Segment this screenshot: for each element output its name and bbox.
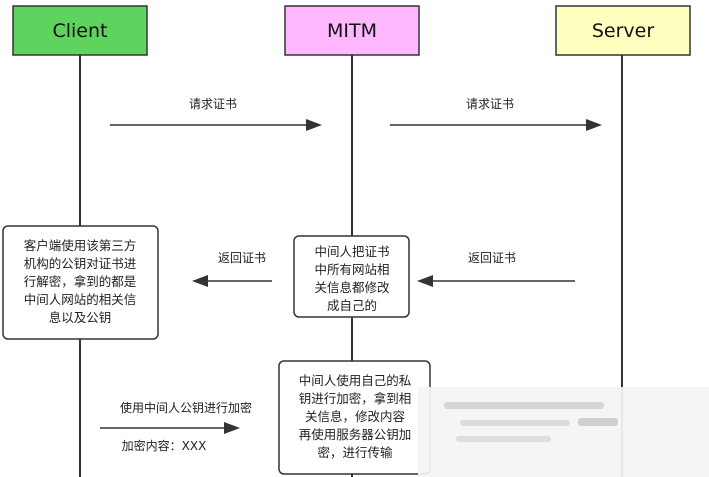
message-request-cert-mitm-to-server: 请求证书 xyxy=(390,97,602,131)
participant-server: Server xyxy=(555,5,691,56)
arrow-head-icon xyxy=(306,119,322,131)
blur-panel xyxy=(418,387,709,477)
note-line: 客户端使用该第三方 xyxy=(24,238,137,253)
note-line: 关信息，修改内容 xyxy=(305,409,405,424)
note-line: 再使用服务器公钥加 xyxy=(299,427,412,442)
message-request-cert-client-to-mitm: 请求证书 xyxy=(110,97,322,131)
message-label: 请求证书 xyxy=(466,97,514,111)
participant-server-box xyxy=(555,5,691,56)
participant-client: Client xyxy=(12,5,148,56)
blur-smudge xyxy=(456,436,551,442)
note-client-decrypt: 客户端使用该第三方 机构的公钥对证书进 行解密，拿到的都是 中间人网站的相关信 … xyxy=(2,225,159,340)
blur-smudge xyxy=(460,420,570,426)
note-line: 密，进行传输 xyxy=(317,445,393,460)
note-line: 息以及公钥 xyxy=(49,310,112,325)
blurred-overlay xyxy=(418,387,709,477)
note-line: 钥进行加密，拿到相 xyxy=(299,391,412,406)
participant-mitm: MITM xyxy=(284,5,420,56)
arrow-head-icon xyxy=(417,275,433,287)
note-box xyxy=(2,225,159,340)
note-box xyxy=(293,235,410,318)
note-line: 机构的公钥对证书进 xyxy=(24,256,137,271)
participant-server-label: Server xyxy=(592,20,654,42)
participant-mitm-label: MITM xyxy=(327,20,377,42)
message-label: 请求证书 xyxy=(189,97,237,111)
blur-smudge xyxy=(578,418,618,426)
note-line: 中间人把证书 xyxy=(314,244,389,259)
message-return-cert-mitm-to-client: 返回证书 xyxy=(192,251,272,287)
message-label: 返回证书 xyxy=(218,251,266,265)
note-line: 中间人网站的相关信 xyxy=(24,292,137,307)
arrow-head-icon xyxy=(224,422,240,434)
message-label: 返回证书 xyxy=(468,251,516,265)
note-mitm-swap-cert: 中间人把证书 中所有网站相 关信息都修改 成自己的 xyxy=(293,235,410,318)
arrow-head-icon xyxy=(586,119,602,131)
participant-mitm-box xyxy=(284,5,420,56)
note-line: 中所有网站相 xyxy=(314,262,389,277)
message-encrypt-client-to-mitm: 使用中间人公钥进行加密 加密内容：XXX xyxy=(100,400,252,453)
blur-smudge xyxy=(444,402,604,409)
participant-client-label: Client xyxy=(52,20,107,42)
note-line: 行解密，拿到的都是 xyxy=(24,274,137,289)
note-line: 中间人使用自己的私 xyxy=(299,373,412,388)
participant-client-box xyxy=(12,5,148,56)
message-return-cert-server-to-mitm: 返回证书 xyxy=(417,251,575,287)
arrow-head-icon xyxy=(192,275,208,287)
message-label: 使用中间人公钥进行加密 xyxy=(120,400,252,415)
message-sublabel: 加密内容：XXX xyxy=(122,438,207,453)
note-mitm-reencrypt: 中间人使用自己的私 钥进行加密，拿到相 关信息，修改内容 再使用服务器公钥加 密… xyxy=(278,360,431,475)
note-line: 关信息都修改 xyxy=(314,280,390,295)
note-line: 成自己的 xyxy=(327,298,377,313)
